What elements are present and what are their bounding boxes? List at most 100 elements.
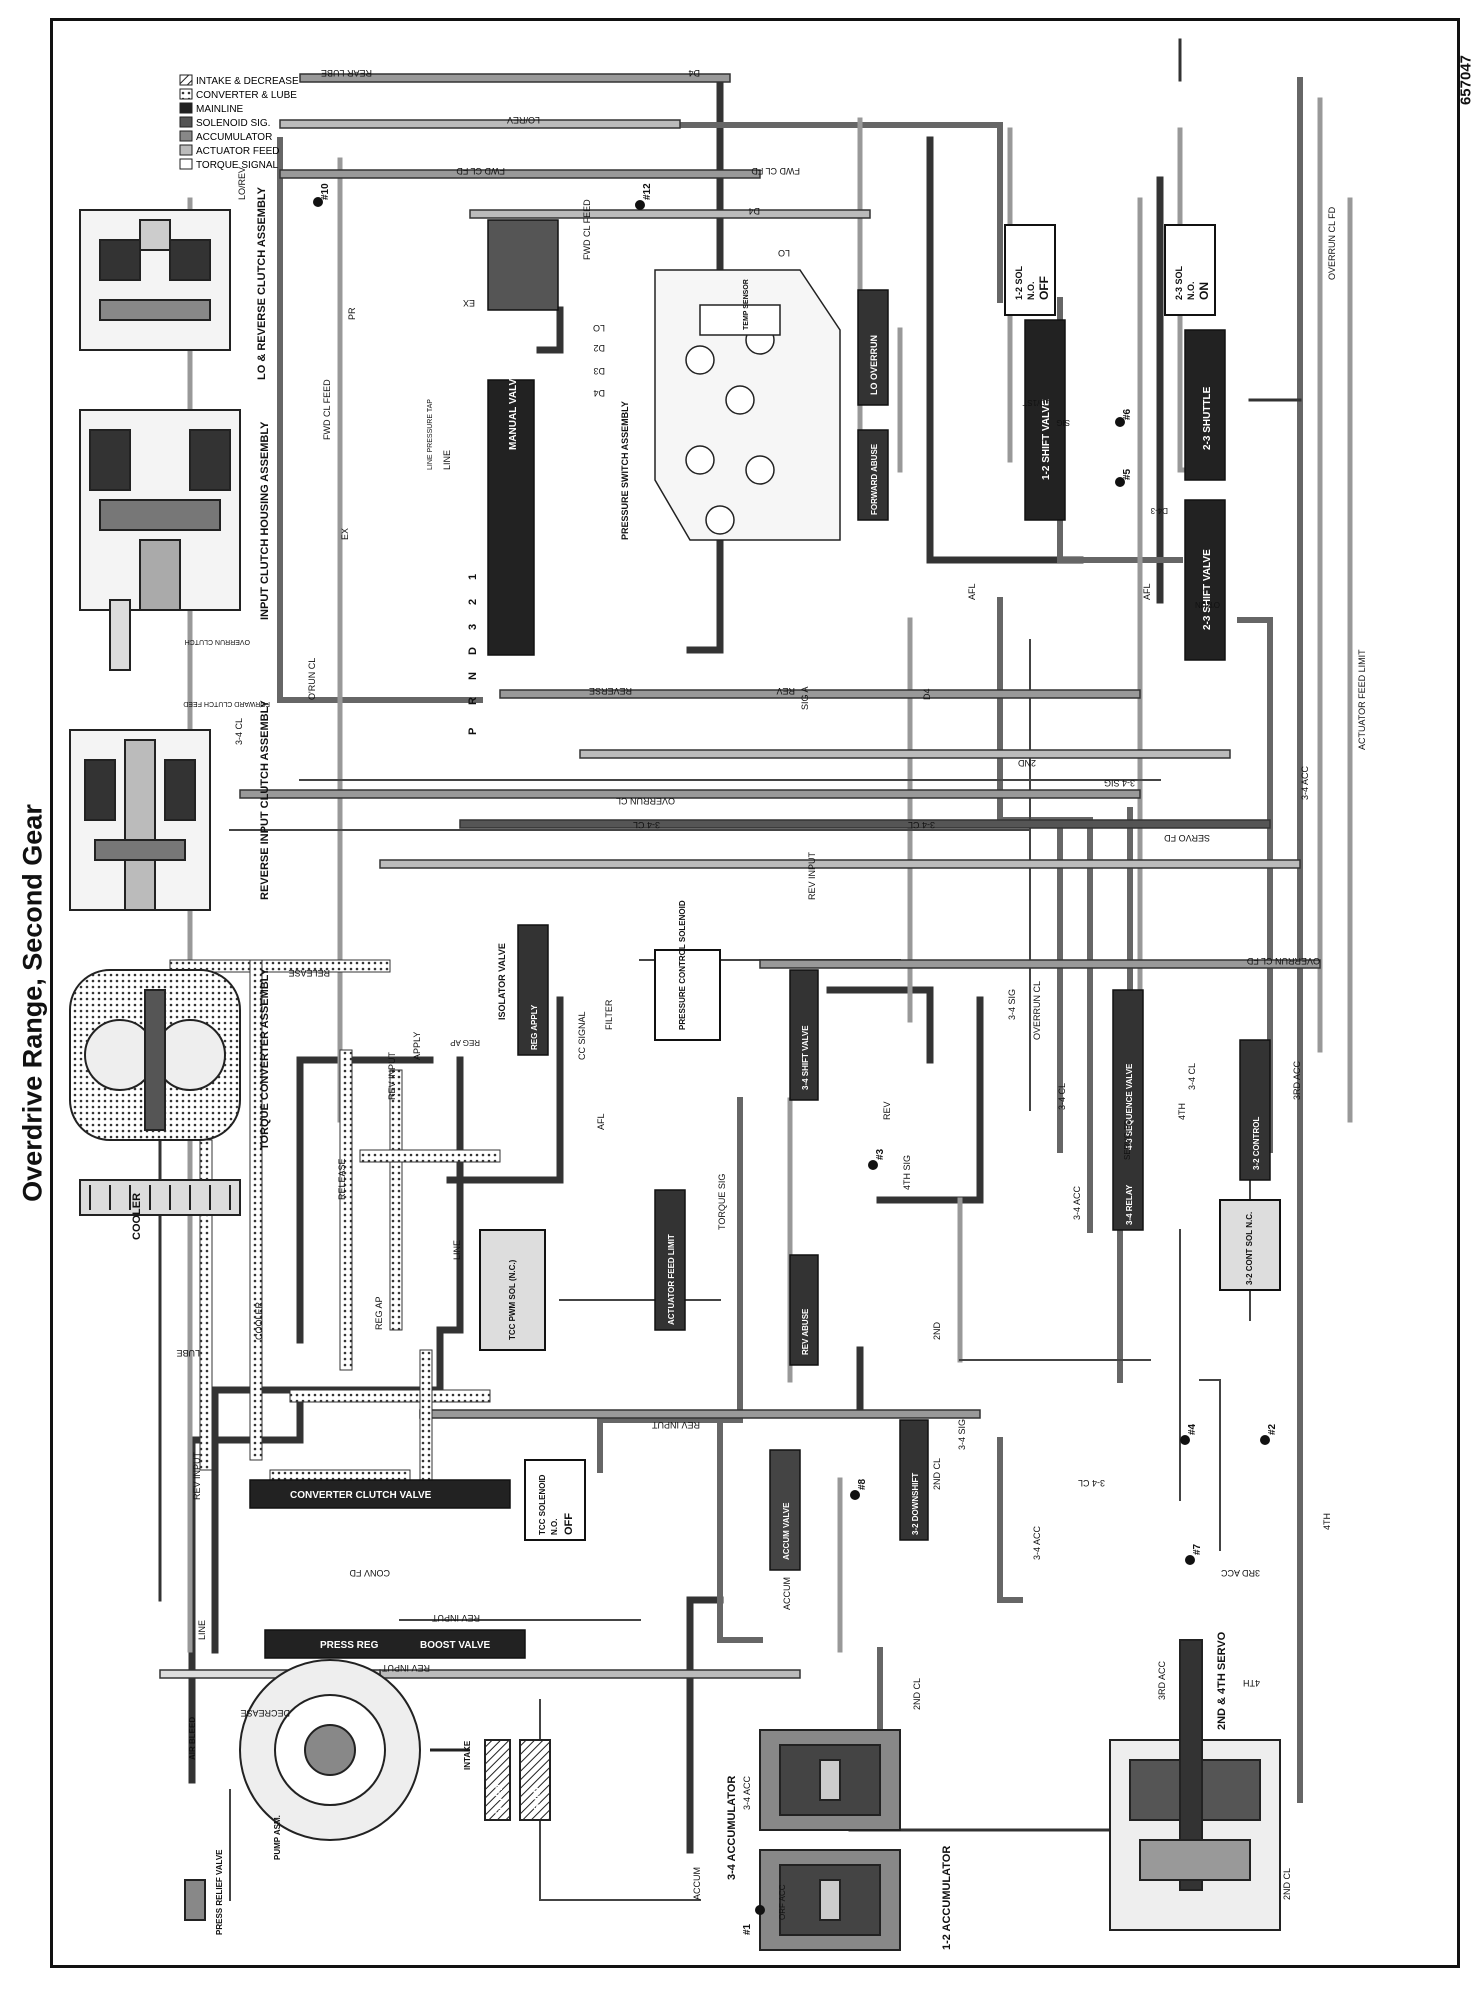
passage-label: 3-4 SIG: [957, 1419, 967, 1450]
passage-label: SERVO FD: [1123, 1119, 1132, 1160]
forward-abuse-label: FORWARD ABUSE: [870, 443, 879, 515]
tcc-name: TCC SOLENOID: [538, 1474, 547, 1535]
passage-label: D4: [593, 388, 605, 398]
reverse-input-clutch-drawing: [69, 729, 211, 911]
converter-clutch-valve: [249, 1479, 511, 1509]
accumulator-12-drawing: [759, 1849, 901, 1951]
pcs-label: PRESSURE CONTROL SOLENOID: [678, 900, 687, 1030]
accumulator-34-label: 3-4 ACCUMULATOR: [726, 1776, 738, 1880]
check-ball: [635, 200, 645, 210]
legend-label: ACCUMULATOR: [196, 132, 272, 143]
passage-label: FILTER: [604, 999, 614, 1030]
legend-swatch-grey: [179, 130, 193, 142]
passage-label: PR: [347, 307, 357, 320]
passage-label: COOLER: [254, 1301, 264, 1340]
accum-valve-label: ACCUM VALVE: [782, 1502, 791, 1560]
reg-apply-label: REG APPLY: [530, 1004, 539, 1050]
control-32-valve: [1239, 1039, 1271, 1181]
input-clutch-label: INPUT CLUTCH HOUSING ASSEMBLY: [259, 421, 271, 620]
sol12-name: 1-2 SOL: [1014, 265, 1024, 300]
passage-label: APPLY: [412, 1032, 422, 1060]
passage-label: REG AP: [450, 1038, 480, 1047]
selector-d: D: [467, 647, 479, 655]
passage-label: DECREASE: [240, 1708, 290, 1718]
isolator-valve-label: ISOLATOR VALVE: [497, 943, 507, 1020]
passage-label: 4TH: [1177, 1103, 1187, 1120]
passage-label: ACCUM: [692, 1867, 702, 1900]
relay-34-label: 3-4 RELAY: [1125, 1184, 1134, 1225]
shift-valve-23-label: 2-3 SHIFT VALVE: [1202, 549, 1213, 630]
legend-label: ACTUATOR FEED: [196, 146, 280, 157]
pressure-switch-assembly: [654, 269, 841, 541]
passage-label: LO/REV: [507, 115, 540, 125]
isolator-valve: [517, 924, 549, 1056]
passage-label: REVERSE: [589, 686, 632, 696]
legend-label: CONVERTER & LUBE: [196, 90, 297, 101]
passage-label: 3-4 ACC: [742, 1775, 752, 1810]
passage-label: LO/REV: [237, 167, 247, 200]
filter-label: FILTER: [494, 1784, 504, 1815]
passage-label: LO/1ST: [1022, 398, 1050, 407]
ball-check-labels: #10 #12 #6 #5 #3 #8 #4 #2 #7 #1: [320, 183, 1278, 1935]
ball-label: #12: [642, 183, 653, 200]
ball-label: #2: [1267, 1423, 1278, 1435]
passage-label: D3: [593, 366, 605, 376]
passage-label: CC SIGNAL: [577, 1011, 587, 1060]
clutch-assemblies: [69, 209, 241, 1216]
passage-label: FWD CL FD: [751, 166, 800, 176]
legend-swatch-dots: [179, 88, 193, 100]
tcc-type: N.O.: [550, 1519, 559, 1535]
relay-34-and-sequence-43: [1112, 989, 1144, 1231]
passage-label: REV INPUT: [387, 1051, 397, 1100]
passage-label: FWD CL FEED: [322, 379, 332, 440]
sequence-43-label: 4-3 SEQUENCE VALVE: [1125, 1063, 1134, 1150]
passage-label: AFL: [967, 583, 977, 600]
passage-label: CONV FD: [349, 1568, 390, 1578]
check-ball: [755, 1905, 765, 1915]
gear-selector: P R N D 3 2 1: [467, 574, 479, 735]
temp-sensor-label: TEMP SENSOR: [743, 279, 750, 330]
passage-label: REV INPUT: [381, 1663, 430, 1673]
passage-label: LINE: [442, 450, 452, 470]
passage-label: SIG: [1056, 418, 1070, 427]
reverse-input-label: REVERSE INPUT CLUTCH ASSEMBLY: [259, 700, 271, 900]
passage-label: 3-4 CL: [234, 718, 244, 745]
check-ball: [313, 197, 323, 207]
passage-label: FORWARD CLUTCH FEED: [183, 700, 270, 707]
legend: INTAKE & DECREASE CONVERTER & LUBE MAINL…: [179, 74, 299, 171]
sol12-state: OFF: [1037, 276, 1051, 300]
selector-3: 3: [467, 624, 479, 630]
passage-label: ACTUATOR FEED LIMIT: [1357, 649, 1367, 750]
passage-label: LINE: [197, 1620, 207, 1640]
shift-valve-12-label: 1-2 SHIFT VALVE: [1041, 399, 1052, 480]
sump-label: SUMP: [532, 1784, 542, 1810]
passage-label: OVERRUN CL FD: [1327, 206, 1337, 280]
passage-label: O'RUN: [1195, 600, 1220, 609]
check-ball: [1115, 477, 1125, 487]
ball-label: #5: [1122, 468, 1133, 480]
ball-label: #10: [320, 183, 331, 200]
passage-label: EX: [340, 528, 350, 540]
check-ball: [1185, 1555, 1195, 1565]
sol12-type: N.O.: [1026, 281, 1036, 300]
sol32-label: 3-2 CONT SOL N.C.: [1245, 1212, 1254, 1285]
manual-valve: [487, 379, 535, 656]
shift-valve-34-label: 3-4 SHIFT VALVE: [801, 1025, 810, 1090]
passage-label: FWD CL FD: [456, 166, 505, 176]
legend-label: TORQUE SIGNAL: [196, 160, 278, 171]
press-reg-and-boost-valve: [264, 1629, 526, 1659]
lo-reverse-clutch-drawing: [79, 209, 231, 351]
passage-label: 3-4 ACC: [1300, 765, 1310, 800]
mainline-passages: [188, 76, 1164, 1854]
ball-label: #7: [1192, 1543, 1203, 1555]
pump-area: [184, 1659, 551, 1921]
passage-label: REAR LUBE: [321, 68, 372, 78]
passage-label: 2ND CL: [912, 1678, 922, 1710]
ball-label: #4: [1187, 1423, 1198, 1435]
passage-label: 3-4 ACC: [1032, 1525, 1042, 1560]
passage-label: 2ND: [932, 1321, 942, 1340]
passage-label: 3-4 CL: [1078, 1478, 1105, 1488]
passage-label: 3-4 SIG: [1104, 778, 1135, 788]
ball-label: #3: [875, 1148, 886, 1160]
